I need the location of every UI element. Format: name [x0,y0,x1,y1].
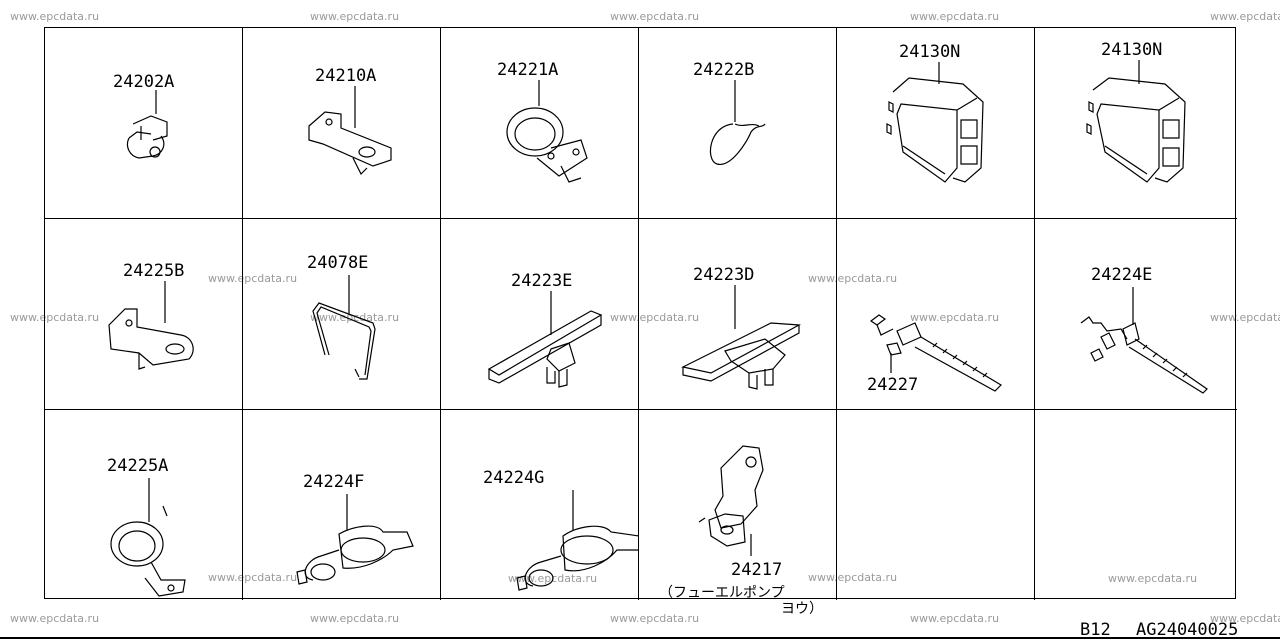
watermark-text: www.epcdata.ru [610,311,700,324]
empty-cell [1035,410,1237,600]
page-code-left: B12 [1080,620,1111,640]
watermark-text: www.epcdata.ru [910,10,1000,23]
part-number-label: 24225A [107,456,169,476]
watermark-text: www.epcdata.ru [610,10,700,23]
bottom-rule [0,637,1280,639]
fuel-pump-bracket-icon [698,445,764,556]
watermark-text: www.epcdata.ru [808,272,898,285]
watermark-text: www.epcdata.ru [910,311,1000,324]
watermark-text: www.epcdata.ru [1210,10,1280,23]
harness-protector-icon [681,285,802,390]
part-number-label: 24221A [497,60,559,80]
watermark-text: www.epcdata.ru [310,311,400,324]
part-cell[interactable]: 24221A [441,28,639,219]
watermark-text: www.epcdata.ru [10,612,100,625]
p-clamp-icon [506,80,588,183]
cable-tie-icon [1080,287,1208,394]
part-number-label: 24217 [731,560,783,580]
part-cell[interactable]: 24224F [243,410,441,600]
bracket-icon [108,281,194,370]
watermark-text: www.epcdata.ru [910,612,1000,625]
part-number-label: 24078E [307,253,369,273]
empty-cell [837,410,1035,600]
connector-icon [886,62,984,183]
part-number-label: 24224E [1091,265,1153,285]
part-note: ヨウ） [781,601,823,617]
cable-tie-icon [869,314,1002,392]
watermark-text: www.epcdata.ru [1210,311,1280,324]
double-clamp-icon [296,494,414,585]
part-number-label: 24224G [483,468,545,488]
part-cell[interactable]: 24224G [441,410,639,600]
part-number-label: 24130N [899,42,961,62]
part-cell[interactable]: 24224E [1035,219,1237,410]
watermark-text: www.epcdata.ru [310,10,400,23]
part-cell[interactable]: 24210A [243,28,441,219]
part-cell[interactable]: 24078E [243,219,441,410]
part-number-label: 24202A [113,72,175,92]
parts-grid: 24202A 24210A 24221A [44,27,1237,617]
watermark-text: www.epcdata.ru [808,571,898,584]
watermark-text: www.epcdata.ru [10,10,100,23]
part-cell[interactable]: 24223E [441,219,639,410]
watermark-text: www.epcdata.ru [610,612,700,625]
watermark-text: www.epcdata.ru [10,311,100,324]
part-number-label: 24130N [1101,40,1163,60]
page-code-right: AG24040025 [1136,620,1239,640]
part-note: （フューエルポンプ [659,585,785,601]
connector-icon [1086,60,1186,183]
watermark-text: www.epcdata.ru [310,612,400,625]
clip-icon [126,90,168,159]
bracket-icon [308,86,392,176]
part-cell[interactable]: 24217 （フューエルポンプ ヨウ） [639,410,837,617]
part-cell[interactable]: 24225B [45,219,243,410]
watermark-text: www.epcdata.ru [208,571,298,584]
watermark-text: www.epcdata.ru [1108,572,1198,585]
part-number-label: 24224F [303,472,365,492]
part-number-label: 24210A [315,66,377,86]
part-cell[interactable]: 24130N [837,28,1035,219]
part-cell[interactable]: 24223D [639,219,837,410]
part-number-label: 24223D [693,265,755,285]
part-cell[interactable]: 24225A [45,410,243,600]
watermark-text: www.epcdata.ru [1210,612,1280,625]
harness-protector-icon [487,291,603,388]
part-number-label: 24223E [511,271,573,291]
part-number-label: 24225B [123,261,185,281]
part-cell[interactable]: 24202A [45,28,243,219]
wire-tie-icon [709,80,766,165]
part-cell[interactable]: 24130N [1035,28,1237,219]
part-cell[interactable]: 24222B [639,28,837,219]
wire-clip-icon [312,275,376,380]
double-clamp-icon [516,490,639,591]
part-cell[interactable]: 24227 [837,219,1035,410]
watermark-text: www.epcdata.ru [208,272,298,285]
part-number-label: 24222B [693,60,755,80]
part-number-label: 24227 [867,375,919,395]
clamp-icon [110,478,186,597]
